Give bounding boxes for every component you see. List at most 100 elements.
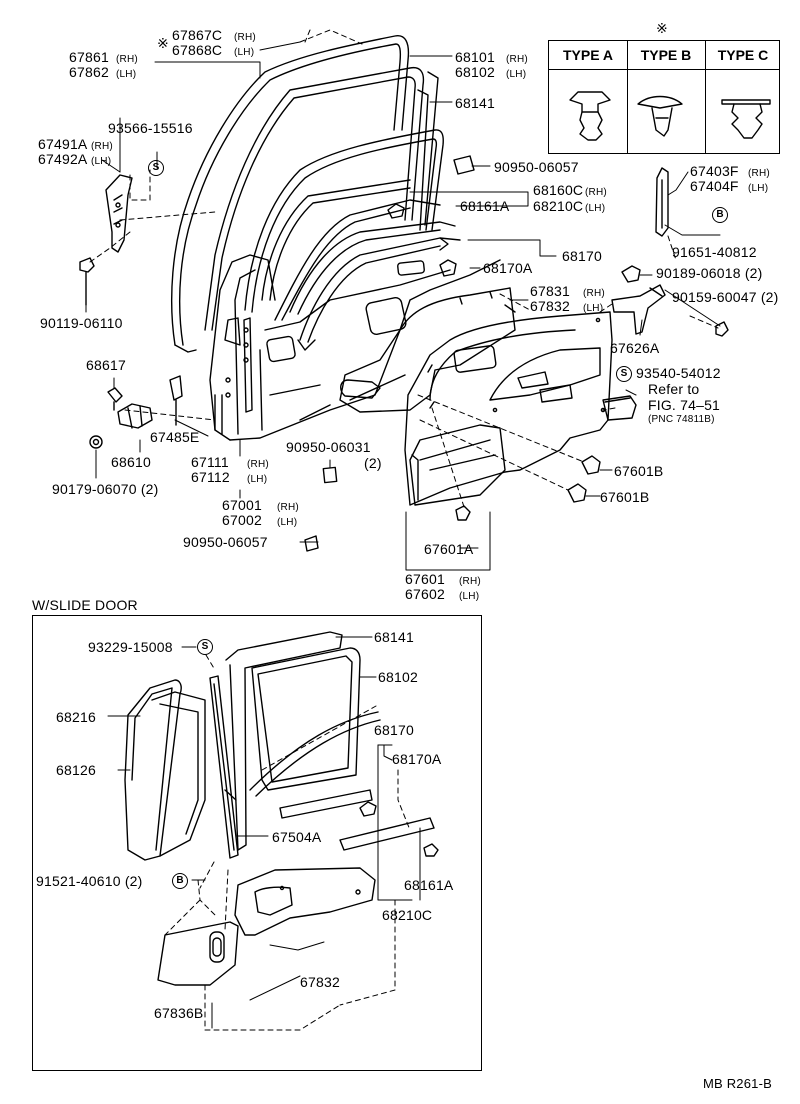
label-93540-54012: 93540-54012	[636, 365, 721, 381]
slide-door-title: W/SLIDE DOOR	[32, 597, 138, 613]
label-67867c: 67867C	[172, 27, 223, 43]
refer-fig-text: FIG. 74–51	[648, 397, 721, 413]
refer-pocket-part	[602, 395, 637, 421]
type-a-clip	[569, 91, 611, 141]
label-91521-40610: 91521-40610 (2)	[36, 873, 143, 889]
label-90950-06031-qty: (2)	[364, 455, 382, 471]
bracket-67626a	[611, 265, 666, 335]
label-67601b-1: 67601B	[614, 463, 664, 479]
label-90179-06070: 90179-06070 (2)	[52, 481, 159, 497]
label-67492a: 67492A	[38, 151, 88, 167]
label-67868c: 67868C	[172, 42, 223, 58]
label-67403f: 67403F	[690, 163, 739, 179]
label-67111-side: (RH)	[247, 459, 269, 470]
label-67602: 67602	[405, 586, 445, 602]
note-mark-small: ※	[157, 35, 169, 51]
label-67002: 67002	[222, 512, 262, 528]
slide-door-trim	[234, 867, 376, 936]
fastener-67403f	[655, 167, 669, 237]
figure-code: MB R261-B	[703, 1076, 772, 1091]
s-symbol-2: S	[616, 366, 632, 382]
type-table: TYPE A TYPE B TYPE C	[548, 40, 780, 154]
label-68610: 68610	[111, 454, 151, 470]
label-68126: 68126	[56, 762, 96, 778]
note-mark: ※	[656, 20, 668, 36]
label-67492a-side: (LH)	[91, 156, 112, 167]
slide-door-lower-trim	[157, 921, 239, 986]
label-67001: 67001	[222, 497, 262, 513]
label-68102: 68102	[455, 64, 495, 80]
label-67111: 67111	[191, 454, 229, 470]
slide-door-belt	[249, 711, 439, 857]
part-67491a	[105, 174, 133, 253]
label-68161a: 68161A	[460, 198, 510, 214]
refer-to-text: Refer to	[648, 381, 700, 397]
slide-door-glass	[251, 647, 361, 791]
label-67602-side: (LH)	[459, 591, 480, 602]
label-68160c: 68160C	[533, 182, 584, 198]
label-68617: 68617	[86, 357, 126, 373]
label-68210c: 68210C	[533, 198, 584, 214]
label-sd-68102: 68102	[378, 669, 418, 685]
label-67504a: 67504A	[272, 829, 322, 845]
label-67861: 67861	[69, 49, 109, 65]
label-67868c-side: (LH)	[234, 47, 255, 58]
label-68216: 68216	[56, 709, 96, 725]
label-67862: 67862	[69, 64, 109, 80]
weatherstrip-67861	[170, 35, 410, 353]
type-c-clip	[721, 99, 771, 139]
label-67861-side: (RH)	[116, 54, 138, 65]
label-67831-side: (RH)	[583, 288, 605, 299]
label-67001-side: (RH)	[277, 502, 299, 513]
type-a-header: TYPE A	[562, 47, 614, 63]
pads	[304, 155, 475, 552]
label-90950-06057-bottom: 90950-06057	[183, 534, 268, 550]
label-93566-15516: 93566-15516	[108, 120, 193, 136]
slide-door-quarter-glass	[124, 679, 206, 861]
trim-panel-67601	[404, 311, 613, 506]
label-sd-68141: 68141	[374, 629, 414, 645]
s-symbol-3: S	[197, 639, 213, 655]
leader-lines	[85, 41, 721, 571]
label-sd-68210c: 68210C	[382, 907, 433, 923]
label-93229-15008: 93229-15008	[88, 639, 173, 655]
label-90950-06057-top: 90950-06057	[494, 159, 579, 175]
type-b-clip	[637, 95, 683, 137]
label-91651-40812: 91651-40812	[672, 244, 757, 260]
label-67832-side: (LH)	[583, 303, 604, 314]
label-67601-side: (RH)	[459, 576, 481, 587]
label-68141: 68141	[455, 95, 495, 111]
label-67403f-side: (RH)	[748, 168, 770, 179]
slide-door-frame-box	[32, 615, 482, 1071]
label-sd-68170: 68170	[374, 722, 414, 738]
label-67002-side: (LH)	[277, 517, 298, 528]
label-67491a: 67491A	[38, 136, 88, 152]
screw-90159	[715, 321, 729, 337]
label-sd-68170a: 68170A	[392, 751, 442, 767]
label-90189-06018: 90189-06018 (2)	[656, 265, 763, 281]
label-67836b: 67836B	[154, 1005, 204, 1021]
label-67404f-side: (LH)	[748, 183, 769, 194]
screws-67601	[455, 455, 601, 521]
label-67831: 67831	[530, 283, 570, 299]
label-68170: 68170	[562, 248, 602, 264]
s-symbol: S	[148, 160, 164, 176]
screw-90119	[79, 257, 95, 306]
door-panel-67001	[209, 254, 501, 441]
label-67491a-side: (RH)	[91, 141, 113, 152]
label-67112: 67112	[191, 469, 230, 485]
belt-moldings	[274, 199, 461, 351]
label-68101: 68101	[455, 49, 495, 65]
label-67862-side: (LH)	[116, 69, 137, 80]
label-sd-67832: 67832	[300, 974, 340, 990]
label-67832: 67832	[530, 298, 570, 314]
label-67601a: 67601A	[424, 541, 474, 557]
label-68102-side: (LH)	[506, 69, 527, 80]
slide-door-leaders	[107, 636, 421, 1029]
glass-frame-inner	[244, 129, 444, 313]
type-c-header: TYPE C	[717, 47, 769, 63]
label-67601b-2: 67601B	[600, 489, 650, 505]
door-trim-67831	[339, 287, 516, 413]
